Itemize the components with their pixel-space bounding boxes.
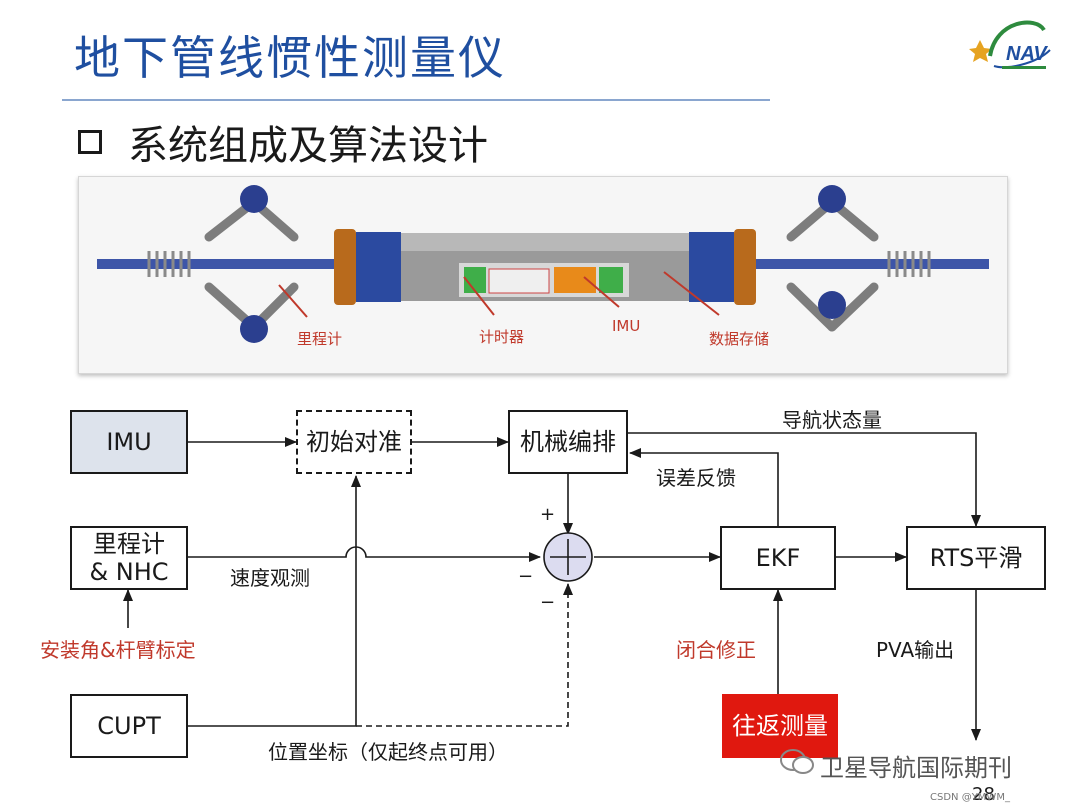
minus-sign-bottom: − bbox=[540, 592, 556, 613]
wechat-icon bbox=[780, 749, 814, 774]
cupt-block: CUPT bbox=[70, 694, 188, 758]
position-coord-label: 位置坐标（仅起终点可用） bbox=[268, 740, 508, 764]
mechanization-block: 机械编排 bbox=[508, 410, 628, 474]
nhc-label: & NHC bbox=[89, 558, 169, 586]
init-align-block: 初始对准 bbox=[296, 410, 412, 474]
section-subtitle: 系统组成及算法设计 bbox=[128, 123, 488, 169]
minus-sign-left: − bbox=[518, 566, 534, 587]
photo-label-odometer: 里程计 bbox=[297, 330, 343, 348]
odometer-nhc-block: 里程计 & NHC bbox=[70, 526, 188, 590]
csdn-credit: CSDN @YMWM_ bbox=[930, 792, 1010, 803]
rts-smoothing-block: RTS平滑 bbox=[906, 526, 1046, 590]
bullet-square-icon bbox=[78, 130, 102, 154]
pva-output-label: PVA输出 bbox=[876, 638, 955, 662]
ekf-block: EKF bbox=[720, 526, 836, 590]
svg-text:NAV: NAV bbox=[1006, 43, 1048, 65]
imu-block: IMU bbox=[70, 410, 188, 474]
odometer-label: 里程计 bbox=[93, 530, 165, 558]
photo-label-imu: IMU bbox=[612, 317, 641, 335]
device-illustration bbox=[97, 185, 989, 343]
page-number: 28 bbox=[972, 784, 995, 805]
title-divider bbox=[62, 99, 770, 101]
page-title: 地下管线惯性测量仪 bbox=[74, 31, 506, 85]
watermark-text: 卫星导航国际期刊 bbox=[820, 754, 1012, 782]
speed-obs-label: 速度观测 bbox=[230, 566, 310, 590]
error-feedback-label: 误差反馈 bbox=[656, 466, 736, 490]
install-calib-label: 安装角&杆臂标定 bbox=[40, 638, 196, 662]
device-photo: 里程计 计时器 IMU 数据存储 bbox=[78, 176, 1008, 374]
photo-label-timer: 计时器 bbox=[479, 328, 525, 346]
closed-loop-label: 闭合修正 bbox=[676, 638, 756, 662]
plus-sign: + bbox=[540, 504, 556, 525]
nav-state-label: 导航状态量 bbox=[782, 408, 882, 432]
round-trip-block: 往返测量 bbox=[722, 694, 838, 758]
photo-label-storage: 数据存储 bbox=[709, 330, 770, 348]
inav-logo: NAV bbox=[969, 20, 1051, 69]
